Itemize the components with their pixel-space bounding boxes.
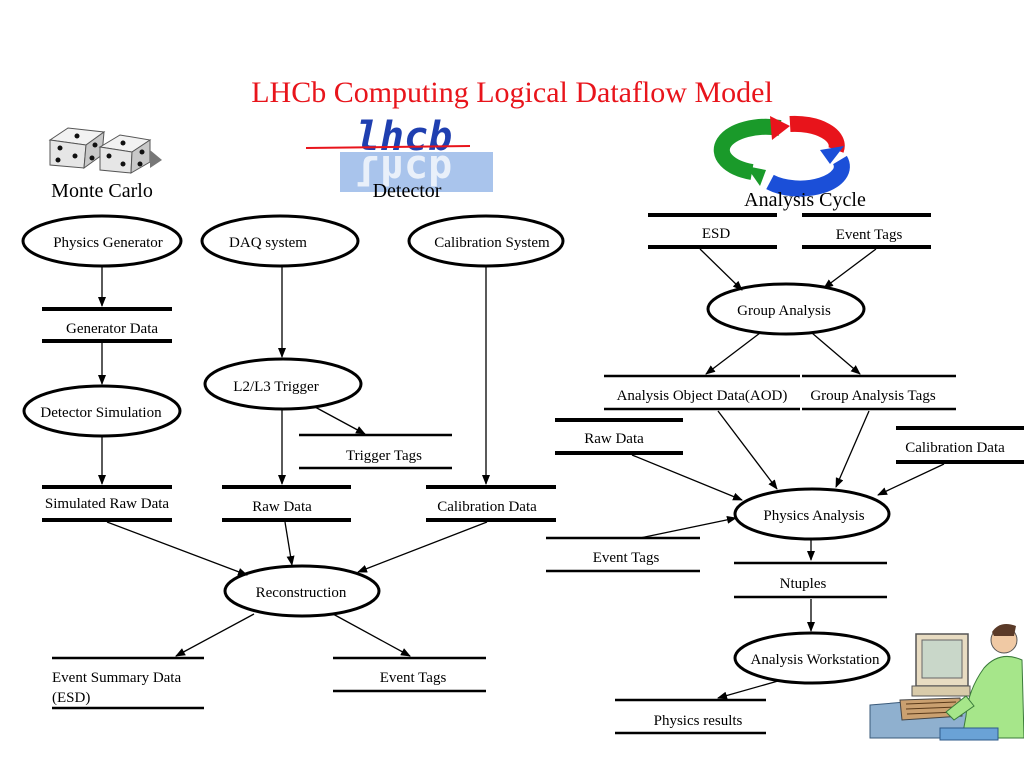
process-calibration-system: Calibration System <box>407 214 565 268</box>
store-event-summary-data: Event Summary Data (ESD) <box>52 656 204 710</box>
arrow-eventtags-to-physicsanalysis <box>639 515 737 539</box>
store-group-analysis-tags: Group Analysis Tags <box>802 374 956 411</box>
arrow-eventtags-to-groupanalysis <box>823 248 877 289</box>
svg-text:Calibration Data: Calibration Data <box>437 499 537 515</box>
svg-text:Group Analysis: Group Analysis <box>737 303 831 319</box>
store-raw-data-left: Raw Data <box>222 485 351 522</box>
store-ntuples: Ntuples <box>734 561 887 599</box>
process-analysis-workstation: Analysis Workstation <box>733 631 891 685</box>
process-group-analysis: Group Analysis <box>706 282 866 336</box>
arrow-reco-to-eventtags <box>332 613 411 657</box>
store-trigger-tags: Trigger Tags <box>299 433 452 470</box>
svg-text:Event Tags: Event Tags <box>836 227 903 243</box>
process-physics-analysis: Physics Analysis <box>733 487 891 541</box>
header-detector: Detector <box>373 180 442 202</box>
svg-text:Trigger Tags: Trigger Tags <box>346 448 422 464</box>
process-reconstruction: Reconstruction <box>223 564 381 618</box>
svg-text:ESD: ESD <box>702 226 731 242</box>
store-generator-data: Generator Data <box>42 307 172 343</box>
arrow-caldata-to-reco <box>357 521 488 573</box>
store-aod: Analysis Object Data(AOD) <box>604 374 800 411</box>
svg-text:Event Summary Data: Event Summary Data <box>52 670 181 686</box>
svg-text:Ntuples: Ntuples <box>780 576 827 592</box>
process-physics-generator: Physics Generator <box>21 214 183 268</box>
cycle-arrows-icon <box>713 115 850 197</box>
process-daq-system: DAQ system <box>200 214 360 268</box>
arrow-aod-to-physicsanalysis <box>717 410 778 490</box>
arrow-trigger-to-triggertags <box>314 406 366 435</box>
arrow-gatags-to-physicsanalysis <box>835 410 870 488</box>
lhcb-logo: lhcb lhcb <box>305 114 493 192</box>
store-event-tags-bottom: Event Tags <box>333 656 486 693</box>
svg-text:L2/L3 Trigger: L2/L3 Trigger <box>233 379 318 395</box>
svg-text:DAQ system: DAQ system <box>229 235 307 251</box>
svg-text:Analysis Workstation: Analysis Workstation <box>751 652 880 668</box>
svg-text:Generator Data: Generator Data <box>66 321 158 337</box>
svg-text:Physics Generator: Physics Generator <box>53 235 163 251</box>
arrow-esd-to-groupanalysis <box>699 248 743 291</box>
header-monte-carlo: Monte Carlo <box>51 180 153 202</box>
svg-text:Reconstruction: Reconstruction <box>256 585 347 601</box>
svg-text:(ESD): (ESD) <box>52 690 90 706</box>
header-analysis-cycle: Analysis Cycle <box>744 189 866 211</box>
arrow-rawdata-to-reco <box>284 521 295 566</box>
arrow-caldata-to-physicsanalysis <box>877 463 945 496</box>
arrow-reco-to-esd <box>175 613 255 657</box>
dice-icon <box>48 127 162 174</box>
arrow-workstation-to-results <box>717 680 779 700</box>
arrow-groupanalysis-to-aod <box>705 332 761 375</box>
svg-text:Simulated Raw Data: Simulated Raw Data <box>45 496 169 512</box>
svg-text:Analysis Object Data(AOD): Analysis Object Data(AOD) <box>617 388 788 404</box>
arrow-groupanalysis-to-gatags <box>811 332 861 375</box>
page-title: LHCb Computing Logical Dataflow Model <box>251 76 773 109</box>
arrow-simraw-to-reco <box>106 521 248 576</box>
store-event-tags-top: Event Tags <box>802 213 931 249</box>
store-calibration-data-left: Calibration Data <box>426 485 556 522</box>
store-simulated-raw-data: Simulated Raw Data <box>42 485 172 522</box>
svg-text:lhcb: lhcb <box>356 114 452 160</box>
svg-text:Group Analysis Tags: Group Analysis Tags <box>810 388 936 404</box>
flow-arrows <box>98 248 945 700</box>
process-detector-simulation: Detector Simulation <box>22 384 182 438</box>
store-physics-results: Physics results <box>615 698 766 735</box>
svg-text:Event Tags: Event Tags <box>593 550 660 566</box>
process-l2l3-trigger: L2/L3 Trigger <box>203 357 363 411</box>
svg-text:lhcb: lhcb <box>356 146 452 192</box>
svg-text:Raw Data: Raw Data <box>584 431 644 447</box>
store-event-tags-right: Event Tags <box>546 536 700 573</box>
svg-text:Detector Simulation: Detector Simulation <box>40 405 162 421</box>
store-raw-data-right: Raw Data <box>555 418 683 455</box>
arrow-rawdata-to-physicsanalysis <box>631 454 743 501</box>
svg-text:Calibration Data: Calibration Data <box>905 440 1005 456</box>
computer-user-icon <box>869 624 1024 741</box>
svg-text:Raw Data: Raw Data <box>252 499 312 515</box>
svg-text:Physics Analysis: Physics Analysis <box>763 508 864 524</box>
svg-text:Event Tags: Event Tags <box>380 670 447 686</box>
svg-text:Calibration System: Calibration System <box>434 235 550 251</box>
store-esd-right: ESD <box>648 213 777 249</box>
store-calibration-data-right: Calibration Data <box>896 426 1024 464</box>
svg-text:Physics results: Physics results <box>654 713 743 729</box>
